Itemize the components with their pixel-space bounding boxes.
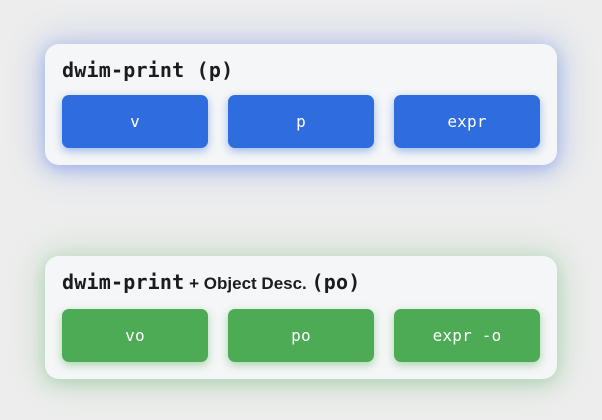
dwim-print-object-desc-card-title: dwim-print + Object Desc. (po) — [62, 270, 540, 296]
title-segment-sans: + Object Desc. — [184, 274, 312, 293]
dwim-print-card-title: dwim-print (p) — [62, 58, 540, 82]
button-po[interactable]: po — [228, 309, 374, 362]
title-segment-mono: dwim-print (p) — [62, 58, 234, 82]
title-segment-mono: (po) — [311, 270, 361, 294]
button-expr[interactable]: expr — [394, 95, 540, 148]
button-p[interactable]: p — [228, 95, 374, 148]
dwim-print-object-desc-button-row: vo po expr -o — [62, 309, 540, 362]
dwim-print-card: dwim-print (p) v p expr — [45, 44, 557, 165]
button-expr-o[interactable]: expr -o — [394, 309, 540, 362]
dwim-print-button-row: v p expr — [62, 95, 540, 148]
title-segment-mono: dwim-print — [62, 270, 185, 294]
dwim-print-object-desc-card: dwim-print + Object Desc. (po) vo po exp… — [45, 256, 557, 379]
button-vo[interactable]: vo — [62, 309, 208, 362]
button-v[interactable]: v — [62, 95, 208, 148]
